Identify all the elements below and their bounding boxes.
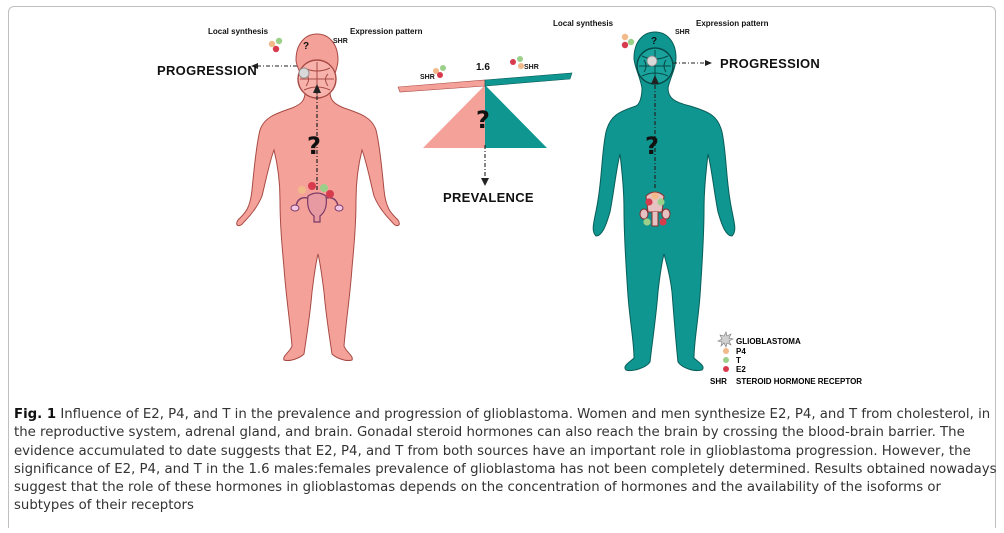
male-body bbox=[593, 32, 735, 371]
female-body-question: ? bbox=[307, 132, 321, 160]
glioblastoma-icon bbox=[718, 332, 733, 347]
figure-label: Fig. 1 bbox=[14, 407, 56, 422]
legend-shr-full: STEROID HORMONE RECEPTOR bbox=[736, 377, 862, 386]
female-shr-label: SHR bbox=[333, 38, 348, 45]
legend-shr-abbr: SHR bbox=[710, 377, 727, 386]
female-body bbox=[237, 34, 400, 361]
caption-text: Influence of E2, P4, and T in the preval… bbox=[14, 407, 997, 513]
legend-glioblastoma: GLIOBLASTOMA bbox=[736, 337, 801, 346]
female-brain-question: ? bbox=[303, 41, 309, 52]
male-expression-pattern-label: Expression pattern bbox=[696, 19, 768, 28]
legend-t: T bbox=[736, 356, 741, 365]
figure-panel: Local synthesis Expression pattern SHR ?… bbox=[0, 0, 1004, 405]
p4-dot-icon bbox=[723, 348, 729, 354]
prevalence-label: PREVALENCE bbox=[443, 190, 534, 205]
female-progression-label: PROGRESSION bbox=[157, 63, 257, 78]
female-local-synthesis-label: Local synthesis bbox=[208, 27, 268, 36]
female-expression-pattern-label: Expression pattern bbox=[350, 27, 422, 36]
balance-shr-right-label: SHR bbox=[524, 64, 539, 71]
figure-caption: Fig. 1 Influence of E2, P4, and T in the… bbox=[14, 406, 1000, 516]
legend-e2: E2 bbox=[736, 365, 746, 374]
balance-shr-left-label: SHR bbox=[420, 74, 435, 81]
male-body-question: ? bbox=[645, 132, 659, 160]
male-shr-label: SHR bbox=[675, 29, 690, 36]
male-local-synthesis-label: Local synthesis bbox=[553, 19, 613, 28]
legend-glyphs bbox=[718, 332, 733, 372]
e2-dot-icon bbox=[723, 366, 729, 372]
sex-ratio-label: 1.6 bbox=[476, 62, 490, 73]
male-progression-label: PROGRESSION bbox=[720, 56, 820, 71]
legend-p4: P4 bbox=[736, 347, 746, 356]
male-brain-question: ? bbox=[651, 36, 657, 47]
t-dot-icon bbox=[723, 357, 729, 363]
balance-question: ? bbox=[476, 106, 490, 134]
